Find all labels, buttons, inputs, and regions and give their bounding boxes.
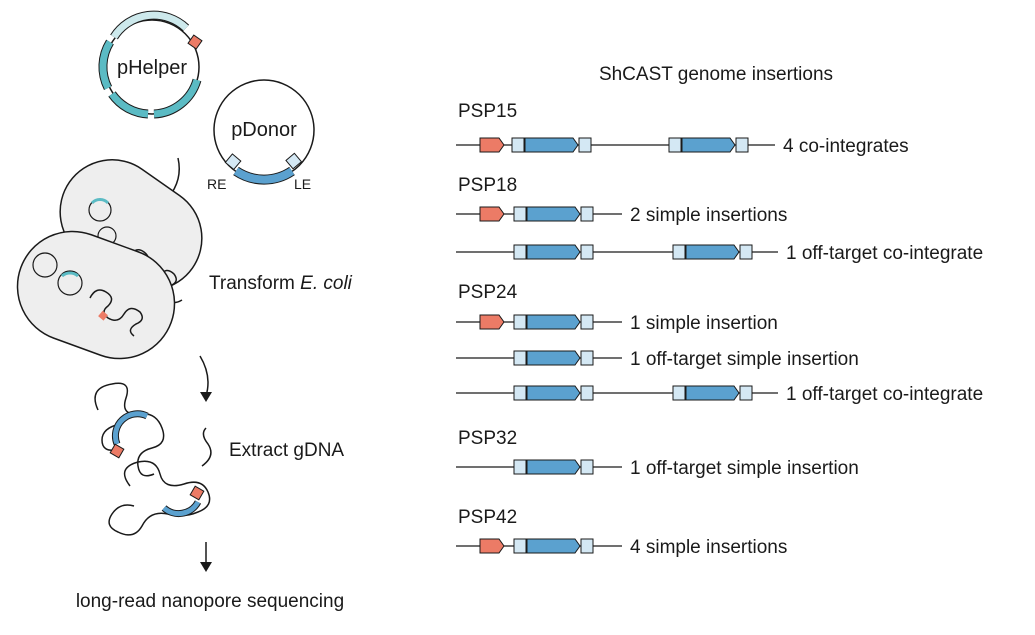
ecoli-cells xyxy=(16,159,203,360)
cargo-arrow xyxy=(526,206,581,222)
cargo-arrow xyxy=(526,538,581,554)
end-box xyxy=(513,350,527,366)
insertion-row: 2 simple insertions xyxy=(456,205,787,226)
cargo-arrow xyxy=(685,385,740,401)
insertion-row: 1 off-target simple insertion xyxy=(456,458,859,479)
end-box xyxy=(672,244,686,260)
phelper-plasmid: pHelper xyxy=(98,10,203,119)
end-box xyxy=(513,538,527,554)
insertion-row: 1 off-target co-integrate xyxy=(456,243,983,264)
workflow-panel: pHelper pDonor RE LE xyxy=(16,10,353,612)
step-sequencing: long-read nanopore sequencing xyxy=(76,591,344,612)
insertion-label: 4 simple insertions xyxy=(630,537,787,558)
insertion-label: 1 off-target co-integrate xyxy=(786,384,983,405)
phelper-label: pHelper xyxy=(117,57,187,79)
end-box xyxy=(513,314,527,330)
cargo-arrow xyxy=(526,459,581,475)
insertions-panel: ShCAST genome insertions PSP15 4 co-integ… xyxy=(456,64,983,558)
insertion-row: 4 simple insertions xyxy=(456,537,787,558)
gdna-fragments xyxy=(94,382,212,536)
insertion-group: PSP15 4 co-integrates xyxy=(456,101,909,157)
target-gene xyxy=(479,538,505,554)
insertion-label: 2 simple insertions xyxy=(630,205,787,226)
end-box xyxy=(739,244,753,260)
pdonor-plasmid: pDonor RE LE xyxy=(207,79,315,192)
end-box xyxy=(513,206,527,222)
cargo-arrow xyxy=(526,350,581,366)
cargo-arrow xyxy=(526,314,581,330)
end-box xyxy=(513,244,527,260)
step-extract: Extract gDNA xyxy=(229,440,344,461)
end-box xyxy=(735,137,749,153)
group-name: PSP24 xyxy=(458,282,518,303)
end-box xyxy=(580,350,594,366)
insertion-row: 1 off-target simple insertion xyxy=(456,349,859,370)
insertion-label: 1 off-target simple insertion xyxy=(630,458,859,479)
target-gene xyxy=(479,206,505,222)
insertion-row: 1 off-target co-integrate xyxy=(456,384,983,405)
group-name: PSP18 xyxy=(458,175,517,196)
insertion-label: 1 simple insertion xyxy=(630,313,778,334)
insertion-group: PSP18 2 simple insertions 1 off-target co-… xyxy=(456,175,983,264)
step-transform: Transform E. coli xyxy=(209,273,353,294)
right-end-label: RE xyxy=(207,176,226,192)
end-box xyxy=(511,137,525,153)
insertion-row: 1 simple insertion xyxy=(456,313,778,334)
insertion-group: PSP24 1 simple insertion 1 off-target simp… xyxy=(456,282,983,405)
end-box xyxy=(739,385,753,401)
end-box xyxy=(580,385,594,401)
end-box xyxy=(513,385,527,401)
end-box xyxy=(578,137,592,153)
insertion-group: PSP32 1 off-target simple insertion xyxy=(456,428,859,479)
cargo-arrow xyxy=(524,137,579,153)
cargo-arrow xyxy=(685,244,740,260)
target-gene xyxy=(479,137,505,153)
cargo-arrow xyxy=(526,244,581,260)
end-box xyxy=(672,385,686,401)
arrow-to-gdna xyxy=(199,355,212,402)
end-box xyxy=(580,314,594,330)
insertion-row: 4 co-integrates xyxy=(456,136,909,157)
arrow-to-sequencing xyxy=(200,542,212,572)
group-name: PSP42 xyxy=(458,507,517,528)
end-box xyxy=(580,538,594,554)
insertion-group: PSP42 4 simple insertions xyxy=(456,507,787,558)
insertion-label: 1 off-target simple insertion xyxy=(630,349,859,370)
pdonor-label: pDonor xyxy=(231,119,297,141)
cargo-arrow xyxy=(526,385,581,401)
group-name: PSP15 xyxy=(458,101,517,122)
cargo-arrow xyxy=(681,137,736,153)
end-box xyxy=(580,206,594,222)
insertions-title: ShCAST genome insertions xyxy=(599,64,833,85)
end-box xyxy=(580,459,594,475)
left-end-label: LE xyxy=(294,176,311,192)
target-gene xyxy=(479,314,505,330)
insertion-label: 4 co-integrates xyxy=(783,136,909,157)
end-box xyxy=(668,137,682,153)
group-name: PSP32 xyxy=(458,428,517,449)
end-box xyxy=(580,244,594,260)
insertion-label: 1 off-target co-integrate xyxy=(786,243,983,264)
end-box xyxy=(513,459,527,475)
